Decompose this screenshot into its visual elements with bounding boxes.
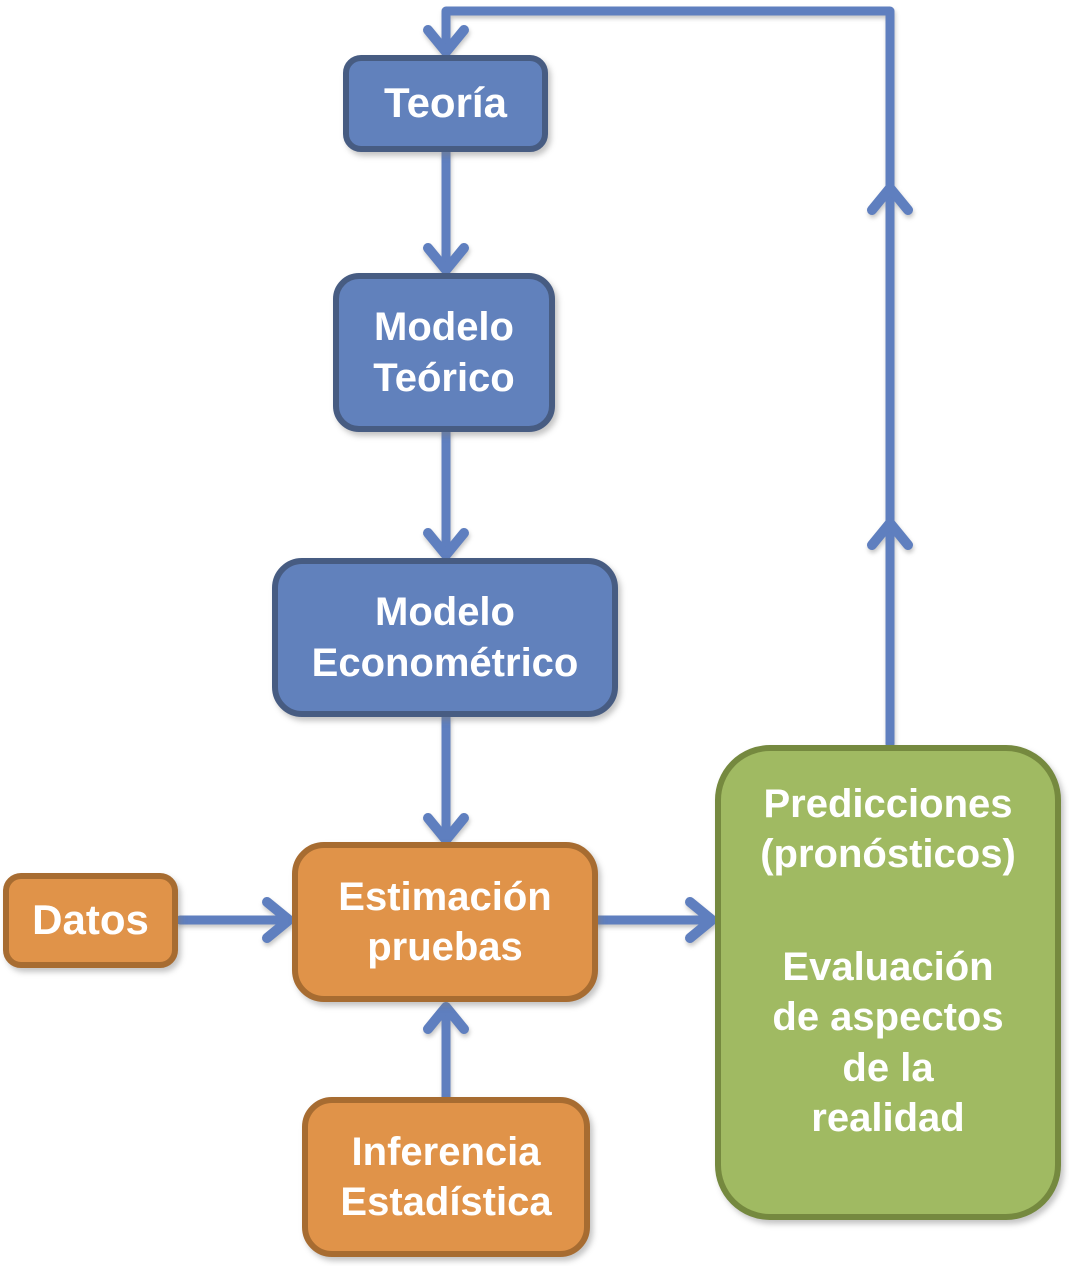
arrow-feedback-mid-chevron-lower <box>867 518 913 550</box>
node-modelo-teorico: Modelo Teórico <box>333 273 555 432</box>
arrow-estimacion-to-predicciones-head <box>685 897 717 943</box>
arrow-teoria-to-modelo-teorico-head <box>423 243 469 275</box>
node-datos-label: Datos <box>32 896 149 944</box>
arrow-feedback-mid-chevron-upper <box>867 183 913 215</box>
node-inferencia: Inferencia Estadística <box>302 1097 590 1257</box>
node-estimacion: Estimación pruebas <box>292 842 598 1002</box>
node-modelo-teorico-label: Modelo Teórico <box>373 305 515 400</box>
node-datos: Datos <box>3 873 178 968</box>
node-predicciones-label-top: Predicciones (pronósticos) <box>760 782 1016 877</box>
node-predicciones-label-bottom: Evaluación de aspectos de la realidad <box>772 944 1004 1140</box>
arrow-feedback-into-teoria-head <box>423 25 469 57</box>
arrow-econometrico-to-estimacion-head <box>423 813 469 845</box>
arrow-datos-to-estimacion-head <box>262 897 294 943</box>
arrow-feedback-loop-shaft <box>441 6 895 749</box>
node-inferencia-label: Inferencia Estadística <box>340 1129 552 1224</box>
arrow-modelo-teorico-to-econometrico-head <box>423 528 469 560</box>
node-modelo-econometrico: Modelo Econométrico <box>272 558 618 717</box>
node-predicciones: Predicciones (pronósticos) Evaluación de… <box>715 745 1061 1220</box>
arrow-inferencia-to-estimacion-head <box>423 1002 469 1034</box>
node-estimacion-label: Estimación pruebas <box>338 874 552 969</box>
node-modelo-econometrico-label: Modelo Econométrico <box>311 590 579 685</box>
node-teoria: Teoría <box>343 55 548 152</box>
node-teoria-label: Teoría <box>384 79 507 127</box>
